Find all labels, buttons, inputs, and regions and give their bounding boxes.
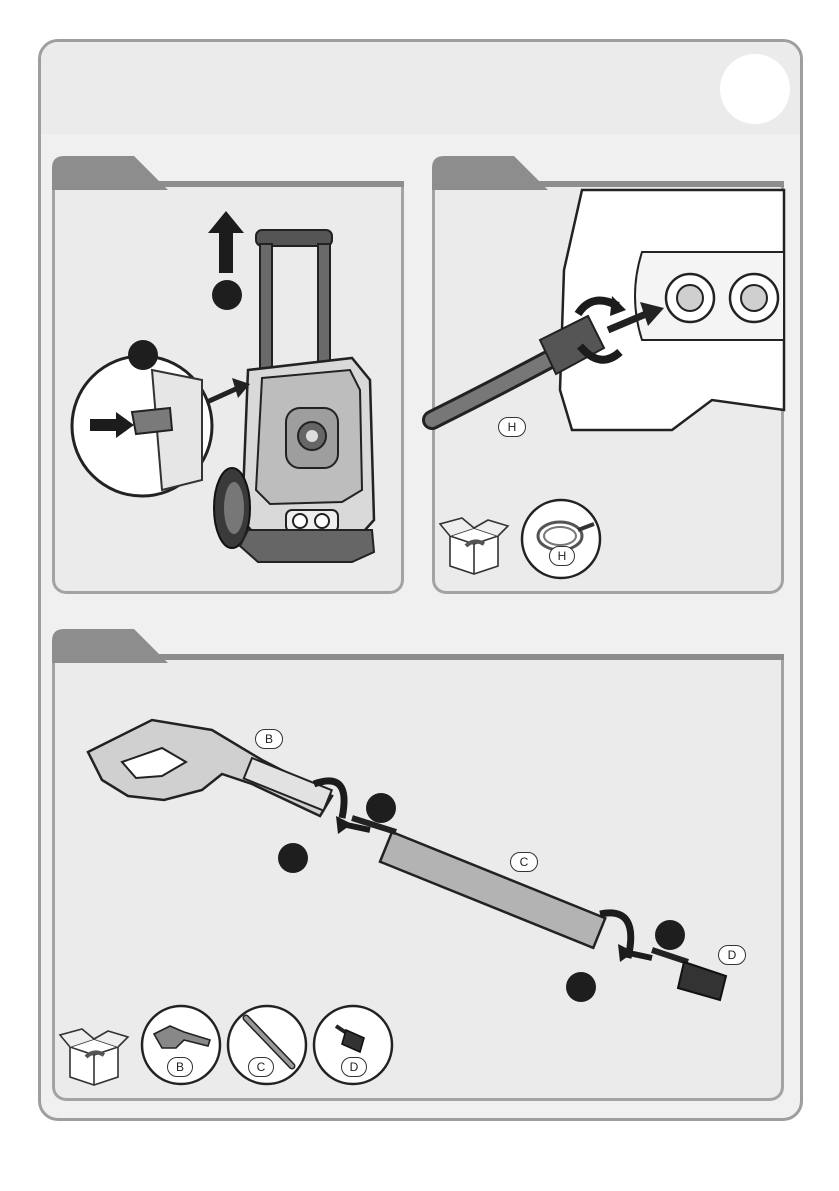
gun-label: B: [255, 729, 283, 749]
step-dot-1: [212, 280, 242, 310]
step-dot-3: [366, 793, 396, 823]
step-dot-5: [655, 920, 685, 950]
rotate-icon: [572, 290, 626, 370]
panel-tab-1: [52, 156, 172, 190]
step-dot-6: [566, 972, 596, 1002]
hose-coil-icon: [520, 498, 602, 580]
panel-tab-2: [432, 156, 552, 190]
page-number-circle: [720, 54, 790, 124]
hose-inventory-label: H: [549, 546, 575, 566]
arrow-up-icon: [208, 211, 244, 273]
gun-inventory-label: B: [167, 1057, 193, 1077]
hose-label: H: [498, 417, 526, 437]
arrow-right-icon: [90, 412, 134, 438]
hose-connection-illustration: [432, 190, 784, 550]
nozzle-label: D: [718, 945, 746, 965]
panel-tab-3: [52, 629, 172, 663]
step-dot-2: [128, 340, 158, 370]
gun-assembly-illustration: [52, 700, 784, 1020]
nozzle-inventory-label: D: [341, 1057, 367, 1077]
lance-label: C: [510, 852, 538, 872]
page-header-band: [41, 42, 800, 134]
open-box-icon: [60, 1027, 128, 1087]
step-dot-4: [278, 843, 308, 873]
open-box-icon: [440, 516, 508, 576]
lance-inventory-label: C: [248, 1057, 274, 1077]
